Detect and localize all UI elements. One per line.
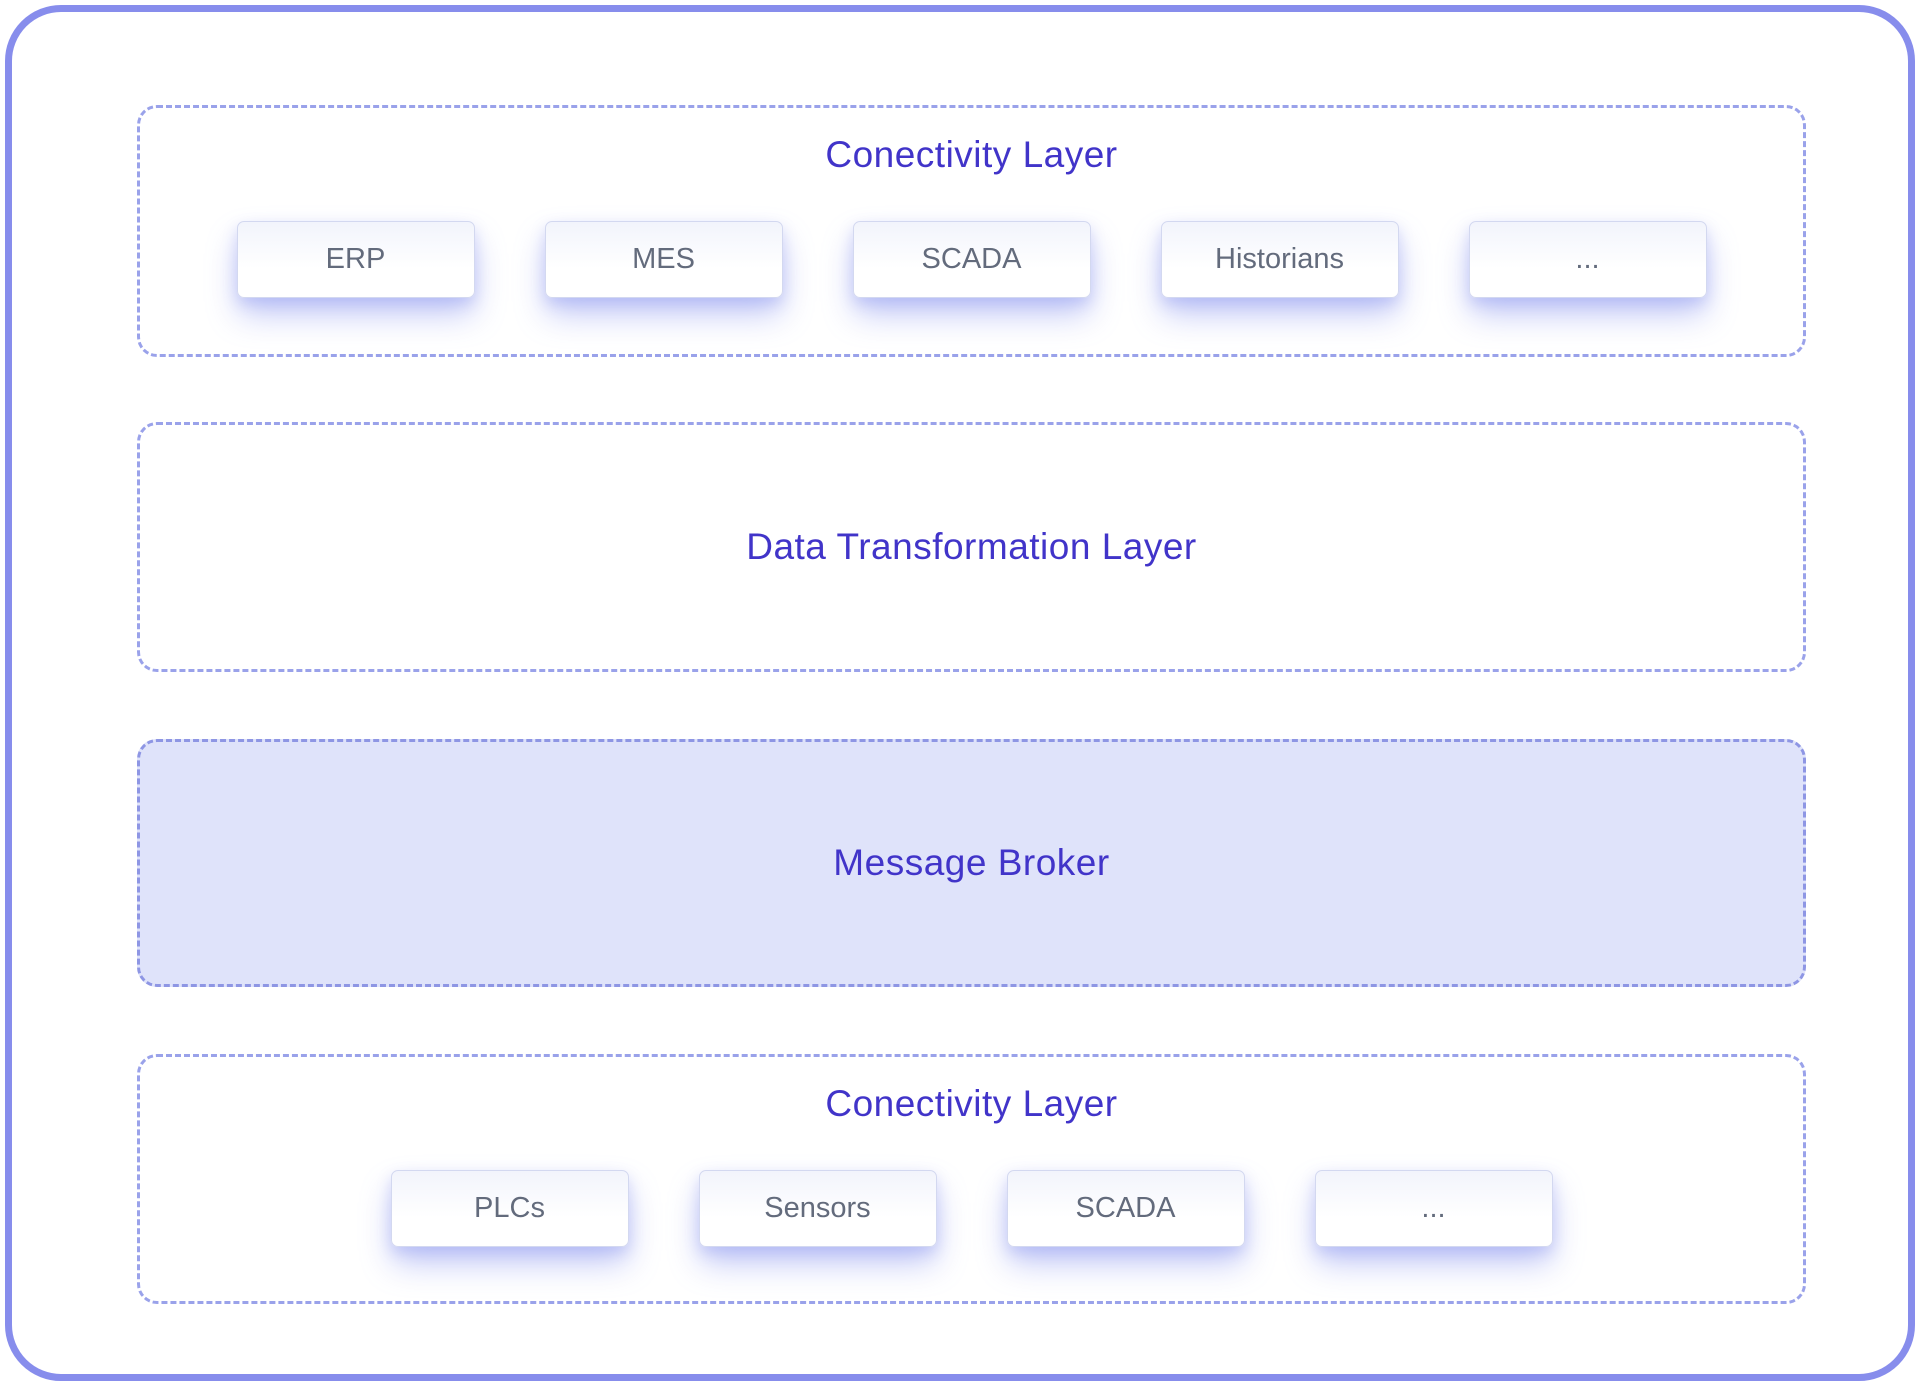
- layer-title: Message Broker: [833, 842, 1110, 883]
- component-box-mes: MES: [544, 221, 783, 298]
- layer-title: Data Transformation Layer: [746, 526, 1197, 567]
- component-box-historians: Historians: [1160, 221, 1399, 298]
- component-box-erp: ERP: [236, 221, 475, 298]
- diagram-outer-frame: Conectivity Layer ERP MES SCADA Historia…: [5, 5, 1915, 1381]
- component-box-plcs: PLCs: [390, 1170, 629, 1247]
- layer-title: Conectivity Layer: [825, 1083, 1118, 1124]
- layer-title: Conectivity Layer: [825, 134, 1118, 175]
- component-box-sensors: Sensors: [698, 1170, 937, 1247]
- component-boxes-row: ERP MES SCADA Historians ...: [236, 221, 1707, 298]
- layer-section-data-transformation: Data Transformation Layer: [137, 422, 1806, 672]
- component-boxes-row: PLCs Sensors SCADA ...: [390, 1170, 1553, 1247]
- layer-section-message-broker: Message Broker: [137, 739, 1806, 987]
- layer-section-connectivity-bottom: Conectivity Layer PLCs Sensors SCADA ...: [137, 1054, 1806, 1304]
- component-box-ellipsis-top: ...: [1468, 221, 1707, 298]
- component-box-scada-top: SCADA: [852, 221, 1091, 298]
- component-box-ellipsis-bottom: ...: [1314, 1170, 1553, 1247]
- layer-section-connectivity-top: Conectivity Layer ERP MES SCADA Historia…: [137, 105, 1806, 357]
- component-box-scada-bottom: SCADA: [1006, 1170, 1245, 1247]
